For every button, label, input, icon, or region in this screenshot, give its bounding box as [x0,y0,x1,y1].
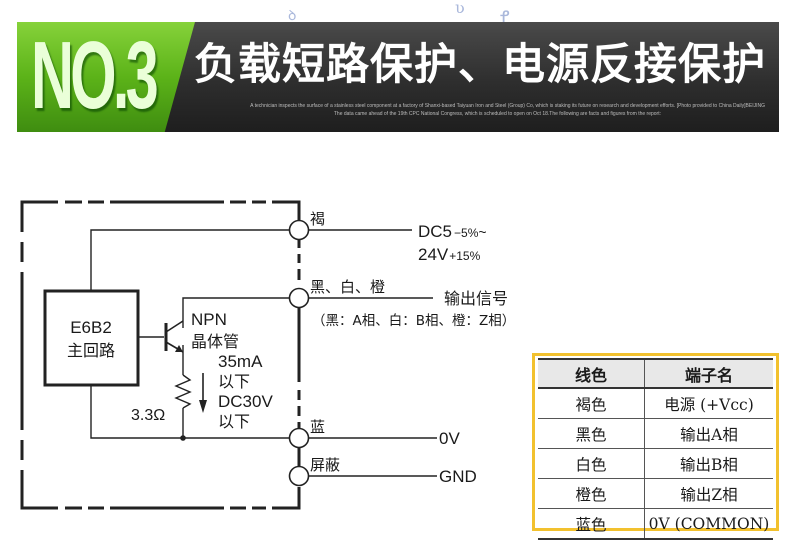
supply-voltage-line2: 24V+15% [418,245,481,264]
output-signal-label: 输出信号 [444,289,508,308]
banner-title: 负载短路保护、电源反接保护 [194,40,766,90]
transistor-label: 晶体管 [191,332,239,351]
terminal-name-cell: 输出Z相 [644,478,773,509]
junction-dot [180,435,186,441]
main-block-label: 主回路 [67,341,115,360]
terminal-signal [288,287,310,309]
ground-label: GND [439,467,477,486]
main-circuit-block [43,289,140,387]
npn-transistor [164,320,184,353]
wire-color-cell: 蓝色 [538,508,645,540]
enclosure-boundary [20,200,301,510]
table-row: 橙色 输出Z相 [538,478,773,509]
wire-color-cell: 白色 [538,448,645,479]
zero-volt-label: 0V [439,429,460,448]
voltage-rating: DC30V [218,392,273,411]
table-row: 白色 输出B相 [538,448,773,479]
terminal-blue [288,427,310,449]
internal-wiring [90,229,437,477]
banner-caption-line1: A technician inspects the surface of a s… [250,103,765,109]
wire-color-table: 线色 端子名 褐色 电源 (+Vcc) 黑色 输出A相 白色 输出B相 橙色 输… [538,358,773,540]
column-header-terminal-name: 端子名 [644,358,773,389]
supply-tolerance-minus: −5% [454,226,479,240]
current-limit-label: 以下 [218,372,250,391]
current-arrow-icon [199,373,207,413]
terminal-name-cell: 输出B相 [644,448,773,479]
supply-voltage-max: 24V [418,245,449,264]
terminal-brown [288,219,310,241]
supply-voltage-main: DC5 [418,222,452,241]
header-banner: NO.3 负载短路保护、电源反接保护 A technician inspects… [17,22,779,132]
watermark-mark: ꝺ [288,8,297,24]
table-row: 褐色 电源 (+Vcc) [538,388,773,419]
main-block-model: E6B2 [70,318,112,337]
terminal-shield-label: 屏蔽 [310,456,340,474]
supply-tilde: ~ [478,224,486,240]
wire-color-cell: 黑色 [538,418,645,449]
terminal-name-cell: 0V (COMMON) [644,508,773,540]
table-row: 黑色 输出A相 [538,418,773,449]
banner-number-panel: NO.3 [17,22,195,132]
terminal-blue-label: 蓝 [310,418,325,436]
watermark-mark: ꝭ [500,6,510,30]
table-header-row: 线色 端子名 [538,358,773,389]
wire-color-table-frame: 线色 端子名 褐色 电源 (+Vcc) 黑色 输出A相 白色 输出B相 橙色 输… [532,353,779,540]
transistor-type: NPN [191,310,227,329]
output-phase-note: （黑：A相、白：B相、橙：Z相） [312,313,515,329]
terminal-signal-label: 黑、白、橙 [310,278,385,296]
voltage-limit-label: 以下 [218,412,250,431]
banner-number: NO.3 [31,22,159,129]
banner-caption-line2: The data came ahead of the 19th CPC Nati… [333,111,661,117]
column-header-wire-color: 线色 [538,358,645,389]
terminal-name-cell: 电源 (+Vcc) [644,388,773,419]
terminal-brown-label: 褐 [310,210,325,228]
supply-voltage: DC5−5%~ [418,222,487,241]
wire-color-cell: 褐色 [538,388,645,419]
supply-tolerance-plus: +15% [449,249,480,263]
terminal-shield [288,465,310,487]
wire-color-cell: 橙色 [538,478,645,509]
current-rating: 35mA [218,352,263,371]
terminal-name-cell: 输出A相 [644,418,773,449]
table-row: 蓝色 0V (COMMON) [538,508,773,540]
watermark-mark: ʋ [455,0,465,17]
resistor-value: 3.3Ω [131,407,165,424]
